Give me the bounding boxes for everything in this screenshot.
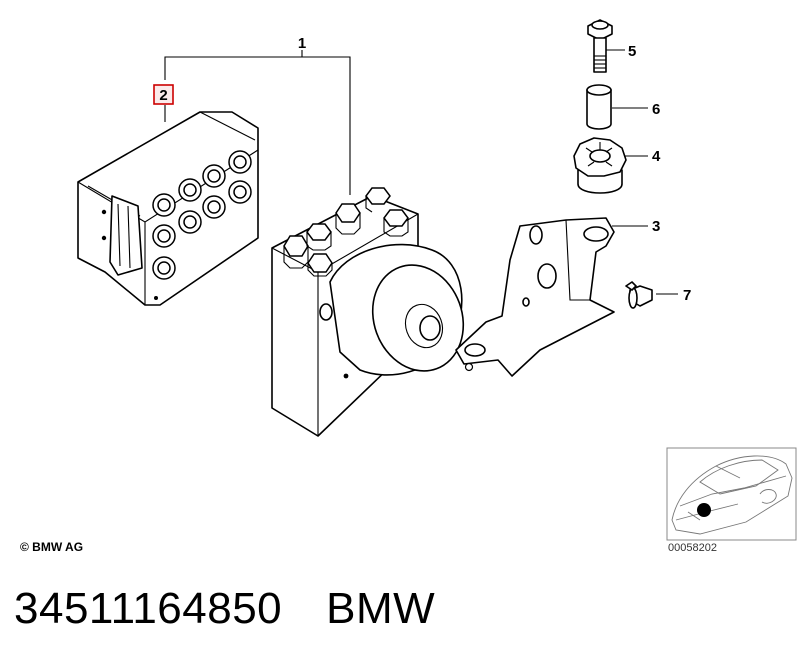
callout-2-highlight bbox=[153, 84, 174, 105]
rubber-mount bbox=[573, 137, 627, 194]
callout-1: 1 bbox=[298, 35, 306, 52]
callout-3: 3 bbox=[652, 218, 660, 235]
hydraulic-unit bbox=[271, 187, 465, 437]
callout-5: 5 bbox=[628, 43, 636, 60]
callout-4: 4 bbox=[652, 148, 661, 165]
bushing bbox=[586, 84, 612, 130]
part-number: 34511164850 bbox=[14, 584, 283, 633]
component-location-dot bbox=[697, 503, 711, 517]
vehicle-location-thumbnail bbox=[666, 447, 797, 541]
callout-6: 6 bbox=[652, 101, 660, 118]
flange-screw bbox=[625, 281, 653, 309]
hex-bolt bbox=[587, 19, 613, 73]
callout-2: 2 bbox=[159, 87, 167, 104]
abs-control-module bbox=[77, 111, 259, 306]
part-caption: 34511164850 BMW bbox=[14, 584, 435, 634]
copyright-text: © BMW AG bbox=[20, 540, 84, 554]
leader-lines bbox=[164, 49, 678, 295]
diagram-reference-number: 00058202 bbox=[668, 542, 717, 554]
brand-name: BMW bbox=[326, 584, 436, 633]
callout-7: 7 bbox=[683, 287, 691, 304]
mounting-bracket bbox=[455, 217, 615, 377]
